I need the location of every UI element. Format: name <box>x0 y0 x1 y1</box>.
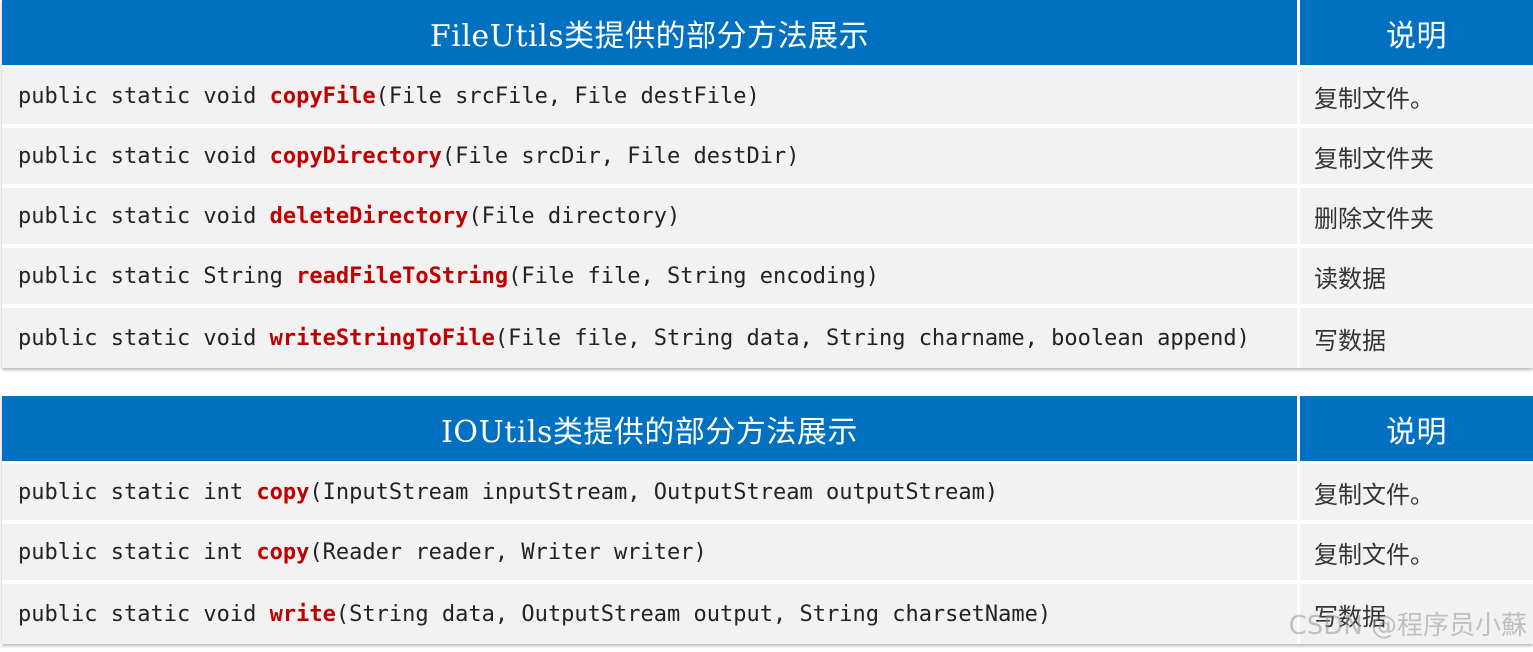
column-header-note: 说明 <box>1386 18 1447 54</box>
table-row: public static void copyFile(File srcFile… <box>2 68 1533 128</box>
method-signature: public static int copy(Reader reader, Wr… <box>2 540 707 565</box>
method-signature: public static void write(String data, Ou… <box>2 602 1051 627</box>
description-cell: 复制文件。 <box>1300 68 1533 124</box>
method-name: copy <box>256 479 310 505</box>
signature-params: (File file, String data, String charname… <box>494 325 1250 351</box>
table-row: public static int copy(InputStream input… <box>2 464 1533 524</box>
method-name: write <box>269 601 336 627</box>
signature-params: (File srcDir, File destDir) <box>441 143 800 169</box>
header-note-cell: 说明 <box>1300 0 1533 65</box>
method-description: 复制文件。 <box>1314 480 1434 509</box>
signature-prefix: public static int <box>18 479 257 505</box>
method-description: 写数据 <box>1314 602 1386 631</box>
method-description: 复制文件夹 <box>1314 144 1434 173</box>
signature-params: (String data, OutputStream output, Strin… <box>335 601 1052 627</box>
signature-params: (File directory) <box>468 203 681 229</box>
method-description: 复制文件。 <box>1314 540 1434 569</box>
method-signature: public static String readFileToString(Fi… <box>2 264 879 289</box>
signature-params: (File srcFile, File destFile) <box>375 83 760 109</box>
method-description: 写数据 <box>1314 326 1386 355</box>
signature-prefix: public static String <box>18 263 297 289</box>
description-cell: 写数据 <box>1300 584 1533 644</box>
signature-prefix: public static void <box>18 203 270 229</box>
signature-prefix: public static void <box>18 143 270 169</box>
method-signature: public static int copy(InputStream input… <box>2 480 998 505</box>
method-signature-cell: public static void write(String data, Ou… <box>2 584 1300 644</box>
table-row: public static int copy(Reader reader, Wr… <box>2 524 1533 584</box>
method-signature: public static void copyDirectory(File sr… <box>2 144 799 169</box>
method-name: copyFile <box>269 83 376 109</box>
description-cell: 读数据 <box>1300 248 1533 304</box>
signature-prefix: public static void <box>18 601 270 627</box>
table-title: FileUtils类提供的部分方法展示 <box>429 18 870 54</box>
table-title: IOUtils类提供的部分方法展示 <box>441 414 858 450</box>
method-signature-cell: public static int copy(Reader reader, Wr… <box>2 524 1300 580</box>
ioutils-methods-table: IOUtils类提供的部分方法展示 说明 public static int c… <box>2 396 1533 644</box>
description-cell: 复制文件夹 <box>1300 128 1533 184</box>
signature-params: (Reader reader, Writer writer) <box>309 539 707 565</box>
table-row: public static void writeStringToFile(Fil… <box>2 308 1533 368</box>
method-signature: public static void copyFile(File srcFile… <box>2 84 760 109</box>
table-row: public static void copyDirectory(File sr… <box>2 128 1533 188</box>
header-methods-cell: FileUtils类提供的部分方法展示 <box>2 0 1300 65</box>
signature-params: (InputStream inputStream, OutputStream o… <box>309 479 999 505</box>
method-signature: public static void writeStringToFile(Fil… <box>2 326 1250 351</box>
description-cell: 复制文件。 <box>1300 524 1533 580</box>
method-name: copyDirectory <box>269 143 442 169</box>
method-signature: public static void deleteDirectory(File … <box>2 204 680 229</box>
description-cell: 复制文件。 <box>1300 464 1533 520</box>
table-row: public static void write(String data, Ou… <box>2 584 1533 644</box>
method-signature-cell: public static void writeStringToFile(Fil… <box>2 308 1300 368</box>
table-header: FileUtils类提供的部分方法展示 说明 <box>2 0 1533 68</box>
method-name: readFileToString <box>296 263 509 289</box>
table-row: public static void deleteDirectory(File … <box>2 188 1533 248</box>
signature-prefix: public static int <box>18 539 257 565</box>
method-description: 复制文件。 <box>1314 84 1434 113</box>
method-signature-cell: public static String readFileToString(Fi… <box>2 248 1300 304</box>
method-description: 删除文件夹 <box>1314 204 1434 233</box>
method-signature-cell: public static void copyDirectory(File sr… <box>2 128 1300 184</box>
description-cell: 写数据 <box>1300 308 1533 368</box>
table-row: public static String readFileToString(Fi… <box>2 248 1533 308</box>
method-name: writeStringToFile <box>269 325 495 351</box>
description-cell: 删除文件夹 <box>1300 188 1533 244</box>
header-note-cell: 说明 <box>1300 396 1533 461</box>
method-description: 读数据 <box>1314 264 1386 293</box>
method-signature-cell: public static int copy(InputStream input… <box>2 464 1300 520</box>
method-name: copy <box>256 539 310 565</box>
header-methods-cell: IOUtils类提供的部分方法展示 <box>2 396 1300 461</box>
signature-prefix: public static void <box>18 325 270 351</box>
table-header: IOUtils类提供的部分方法展示 说明 <box>2 396 1533 464</box>
fileutils-methods-table: FileUtils类提供的部分方法展示 说明 public static voi… <box>2 0 1533 368</box>
column-header-note: 说明 <box>1386 414 1447 450</box>
method-name: deleteDirectory <box>269 203 469 229</box>
signature-prefix: public static void <box>18 83 270 109</box>
method-signature-cell: public static void deleteDirectory(File … <box>2 188 1300 244</box>
signature-params: (File file, String encoding) <box>508 263 879 289</box>
method-signature-cell: public static void copyFile(File srcFile… <box>2 68 1300 124</box>
